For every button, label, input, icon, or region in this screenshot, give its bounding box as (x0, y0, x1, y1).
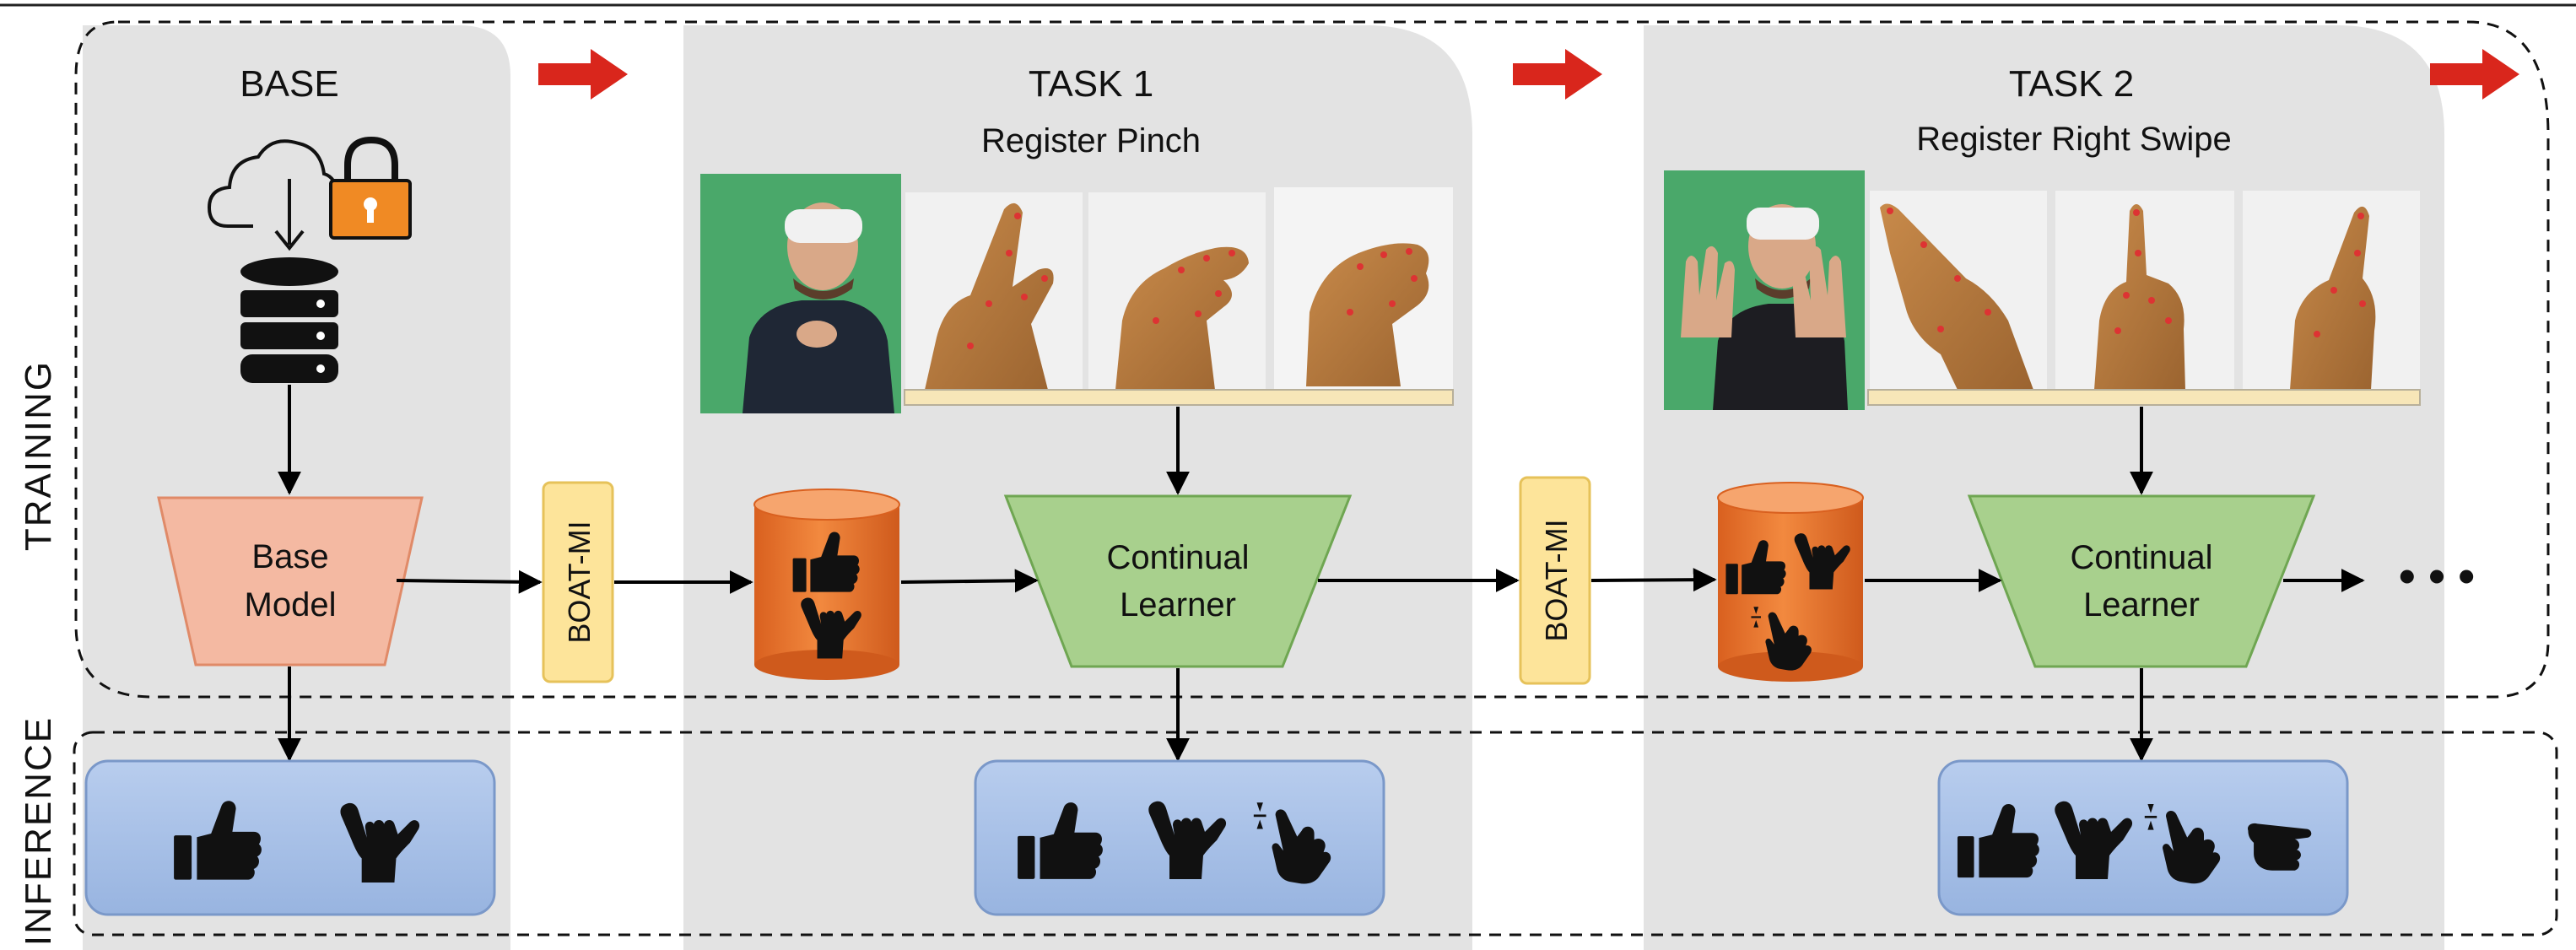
hand-render (1115, 246, 1249, 390)
continuation-dots: • • • (2399, 549, 2475, 602)
task1-stage-subtitle: Register Pinch (981, 122, 1201, 159)
task1-continual-learner-block (1003, 494, 1353, 668)
hand-render (2094, 204, 2185, 390)
inference-region-outline (73, 731, 2558, 937)
base-model-label: Base (251, 538, 328, 575)
task2-learner-label: Learner (2083, 586, 2200, 623)
task2-inference-box (1937, 759, 2349, 916)
base-model-label: Model (245, 586, 337, 623)
boat-mi-block (542, 481, 614, 683)
red-right-arrow-icon (538, 49, 628, 100)
inference-side-label: INFERENCE (18, 716, 59, 946)
training-flow-arrows (278, 407, 2365, 762)
red-right-arrow-icon (1513, 49, 1602, 100)
base-stage-title: BASE (240, 63, 338, 105)
task1-learner-label: Learner (1120, 586, 1236, 623)
training-region-outline (74, 20, 2550, 699)
task2-learner-label: Continual (2070, 539, 2212, 576)
person-photo (700, 174, 901, 413)
task2-stage-subtitle: Register Right Swipe (1916, 121, 2232, 158)
task1-memory-cylinder (753, 488, 900, 680)
red-right-arrow-icon (2430, 49, 2519, 100)
training-side-label: TRAINING (18, 360, 59, 551)
task1-learner-label: Continual (1106, 539, 1249, 576)
task2-image-strip (1664, 170, 2421, 410)
task1-stage-title: TASK 1 (1029, 63, 1153, 105)
person-photo (1664, 170, 1865, 410)
base-inference-box (84, 759, 496, 916)
base-model-block (157, 496, 424, 667)
hand-render (2290, 206, 2376, 390)
task2-continual-learner-block (1967, 494, 2316, 668)
task2-stage-title: TASK 2 (2009, 63, 2134, 105)
database-icon (240, 257, 338, 383)
task1-inference-box (974, 759, 1385, 916)
task1-image-strip (700, 174, 1454, 413)
boat-mi-label: BOAT-MI (1539, 519, 1574, 641)
hand-render (925, 202, 1054, 390)
hand-render (1880, 203, 2033, 390)
padlock-icon (329, 136, 412, 240)
hand-render (1306, 243, 1429, 386)
cloud-download-icon (207, 139, 339, 251)
boat-mi-block (1519, 476, 1591, 685)
boat-mi-label: BOAT-MI (562, 521, 597, 643)
task2-memory-cylinder (1717, 482, 1864, 682)
